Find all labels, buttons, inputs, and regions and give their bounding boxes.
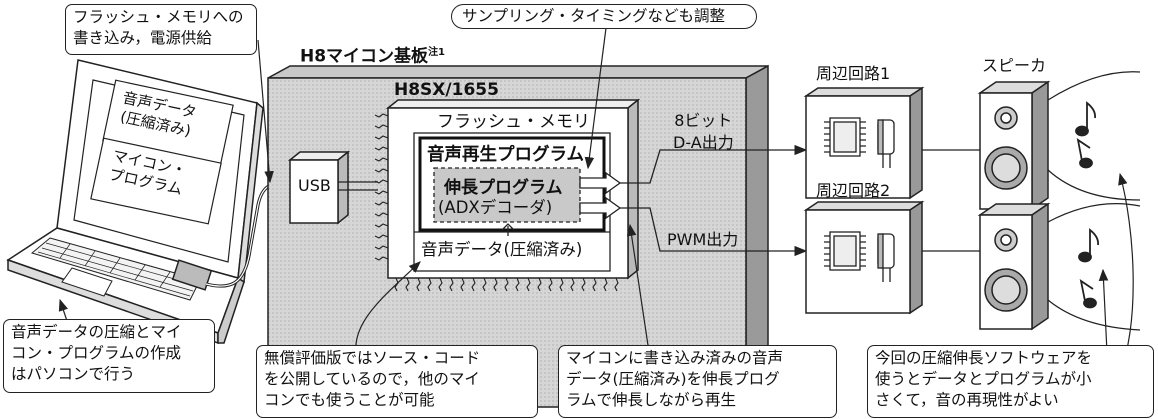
peripheral2-label: 周辺回路2 [816, 181, 891, 200]
capacitor-icon [877, 119, 895, 282]
peripheral2-box [803, 200, 925, 315]
chip-pin [515, 277, 520, 292]
pwm-line [620, 207, 808, 257]
chip-pin [537, 277, 542, 292]
chip-pin [427, 277, 432, 292]
expand-program-box [433, 167, 581, 223]
callout-decompress: マイコンに書き込み済みの音声 データ(圧縮済み)を伸長プログ ラムで伸長しながら… [558, 345, 837, 418]
chip-pin [374, 113, 389, 118]
chip-pin [603, 277, 608, 292]
mcu-name: H8SX/1655 [394, 80, 499, 100]
chip-pin [374, 223, 389, 228]
chip-pin [374, 234, 389, 239]
chip-icon [824, 117, 866, 271]
chip-pin [592, 277, 597, 292]
chip-pin [374, 201, 389, 206]
chip-pin [374, 245, 389, 250]
screen-program-box [90, 137, 222, 225]
da-line [620, 144, 808, 184]
expand-program-label: 伸長プログラム [444, 178, 563, 198]
callout-compress: 音声データの圧縮とマイ コン・プログラムの作成 はパソコンで行う [3, 319, 215, 393]
chip-pin [460, 277, 465, 292]
chip-pins-bottom [394, 277, 619, 292]
callout-flash-write: フラッシュ・メモリへの 書き込み，電源供給 [65, 4, 257, 55]
chip-pin [449, 277, 454, 292]
chip-pin [394, 277, 399, 292]
chip-pin [416, 277, 421, 292]
chip-pin [482, 277, 487, 292]
chip-pin [374, 256, 389, 261]
callout-free-board: 無償評価版ではソース・コード を公開しているので，他のマイ コンでも使うことが可… [256, 345, 538, 418]
music-note-icon [1075, 101, 1099, 309]
chip-pins-left [374, 113, 389, 261]
output-arrows [579, 171, 622, 220]
chip-pin [374, 168, 389, 173]
speaker-icon [977, 80, 1051, 331]
audio-data-label: 音声データ(圧縮済み) [421, 240, 583, 259]
peripheral1-label: 周辺回路1 [816, 64, 891, 83]
chip-pin [559, 277, 564, 292]
chip-pin [374, 135, 389, 140]
usb-connector-icon [287, 150, 351, 225]
play-program-label: 音声再生プログラム [427, 145, 584, 165]
chip-pin [493, 277, 498, 292]
chip-pin [405, 277, 410, 292]
adx-decoder-label: (ADXデコーダ) [438, 198, 553, 217]
chip-pin [581, 277, 586, 292]
chip-pin [374, 212, 389, 217]
flash-label: フラッシュ・メモリ [437, 112, 590, 132]
chip-pin [526, 277, 531, 292]
chip-pin [374, 190, 389, 195]
chip-pin [374, 124, 389, 129]
chip-pin [548, 277, 553, 292]
sound-waves [1047, 71, 1141, 331]
callout-good-repro: 今回の圧縮伸長ソフトウェアを 使うとデータとプログラムが小 さくて，音の再現性が… [867, 345, 1154, 418]
chip-pin [504, 277, 509, 292]
board-title: H8マイコン基板注1 [300, 46, 446, 67]
chip-pin [471, 277, 476, 292]
speaker-label: スピーカ [982, 56, 1047, 75]
chip-pin [438, 277, 443, 292]
chip-pin [374, 179, 389, 184]
da-output-label: 8ビット D-A出力 [673, 111, 734, 152]
chip-pin [374, 146, 389, 151]
usb-label: USB [298, 176, 331, 195]
chip-pin [374, 157, 389, 162]
chip-pin [570, 277, 575, 292]
callout-tuning: サンプリング・タイミングなども調整 [451, 4, 757, 29]
chip-pin [614, 277, 619, 292]
pwm-output-label: PWM出力 [667, 230, 739, 249]
